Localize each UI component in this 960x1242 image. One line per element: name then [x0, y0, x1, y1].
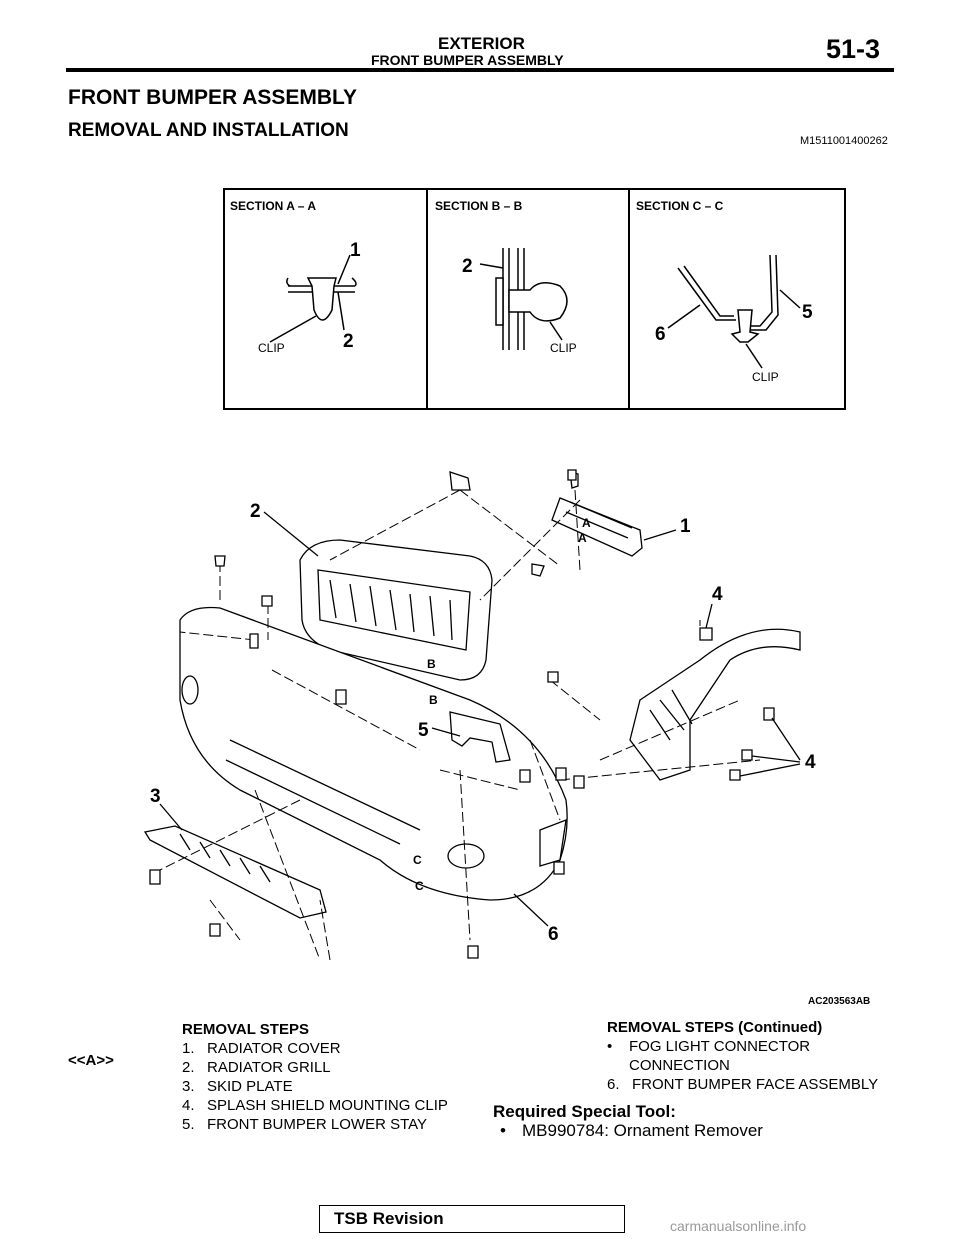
section-table-border	[223, 188, 846, 410]
exploded-view	[143, 469, 801, 961]
subsection-title: FRONT BUMPER ASSEMBLY	[371, 52, 564, 68]
marker-a-2: A	[578, 531, 587, 545]
skid-plate	[143, 825, 327, 919]
clip-label-a: CLIP	[258, 341, 285, 355]
watermark: carmanualsonline.info	[670, 1218, 807, 1234]
bullet-icon: •	[500, 1121, 506, 1140]
callout-1: 1	[680, 516, 691, 537]
callout-2: 2	[250, 501, 261, 522]
list-item: 6.FRONT BUMPER FACE ASSEMBLY	[607, 1076, 879, 1093]
section-c-label: SECTION C – C	[636, 199, 724, 213]
radiator-cover	[551, 497, 643, 557]
callout-6: 6	[548, 924, 559, 945]
page-title: FRONT BUMPER ASSEMBLY	[68, 86, 357, 109]
list-item: 4.SPLASH SHIELD MOUNTING CLIP	[182, 1097, 448, 1114]
clip-label-b: CLIP	[550, 341, 577, 355]
list-item: 5.FRONT BUMPER LOWER STAY	[182, 1116, 428, 1133]
header-rule	[66, 68, 894, 72]
callout-c-5: 5	[802, 302, 813, 323]
bullet-icon: •	[607, 1038, 613, 1055]
callout-3: 3	[150, 786, 161, 807]
figure-id: AC203563AB	[808, 996, 870, 1007]
list-item: 2.RADIATOR GRILL	[182, 1059, 331, 1076]
callout-4-bottom: 4	[805, 752, 816, 773]
section-table	[223, 188, 846, 410]
tsb-revision-box: TSB Revision	[319, 1205, 625, 1233]
marker-b-2: B	[429, 693, 438, 707]
callout-a-1: 1	[350, 240, 361, 261]
callout-a-2: 2	[343, 331, 354, 352]
splash-shield	[629, 628, 801, 781]
list-item: 1.RADIATOR COVER	[182, 1040, 341, 1057]
clip-label-c: CLIP	[752, 370, 779, 384]
marker-c-2: C	[415, 879, 424, 893]
special-tool-item: • MB990784: Ornament Remover	[496, 1121, 763, 1141]
marker-c-1: C	[413, 853, 422, 867]
lower-stay	[449, 711, 511, 763]
bumper-face	[179, 606, 568, 901]
list-item: CONNECTION	[629, 1057, 730, 1074]
section-c-drawing	[667, 254, 801, 369]
removal-steps-cont-title: REMOVAL STEPS (Continued)	[607, 1019, 823, 1036]
section-title: EXTERIOR	[438, 34, 525, 53]
section-b-label: SECTION B – B	[435, 199, 523, 213]
removal-steps-title: REMOVAL STEPS	[182, 1021, 309, 1038]
page-subtitle: REMOVAL AND INSTALLATION	[68, 120, 349, 141]
callout-c-6: 6	[655, 324, 666, 345]
removal-steps-continued: REMOVAL STEPS (Continued) •FOG LIGHT CON…	[607, 1018, 878, 1094]
callout-b-2: 2	[462, 256, 473, 277]
list-item: •FOG LIGHT CONNECTOR	[607, 1038, 811, 1055]
list-item: 3.SKID PLATE	[182, 1078, 293, 1095]
special-tool-heading: Required Special Tool:	[493, 1102, 676, 1121]
document-id: M1511001400262	[800, 135, 888, 147]
callout-4-top: 4	[712, 584, 723, 605]
section-b-drawing	[479, 248, 568, 350]
marker-b-1: B	[427, 657, 436, 671]
section-a-label: SECTION A – A	[230, 199, 316, 213]
removal-steps: REMOVAL STEPS 1.RADIATOR COVER 2.RADIATO…	[182, 1020, 448, 1134]
section-a-drawing	[269, 254, 357, 343]
bumper-diagram: SECTION A – A SECTION B – B SECTION C – …	[0, 180, 960, 1010]
diagram-svg: SECTION A – A SECTION B – B SECTION C – …	[143, 188, 870, 1007]
reference-marker: <<A>>	[68, 1052, 114, 1069]
callout-5: 5	[418, 720, 429, 741]
page-number: 51-3	[826, 34, 881, 64]
marker-a-1: A	[582, 516, 591, 530]
